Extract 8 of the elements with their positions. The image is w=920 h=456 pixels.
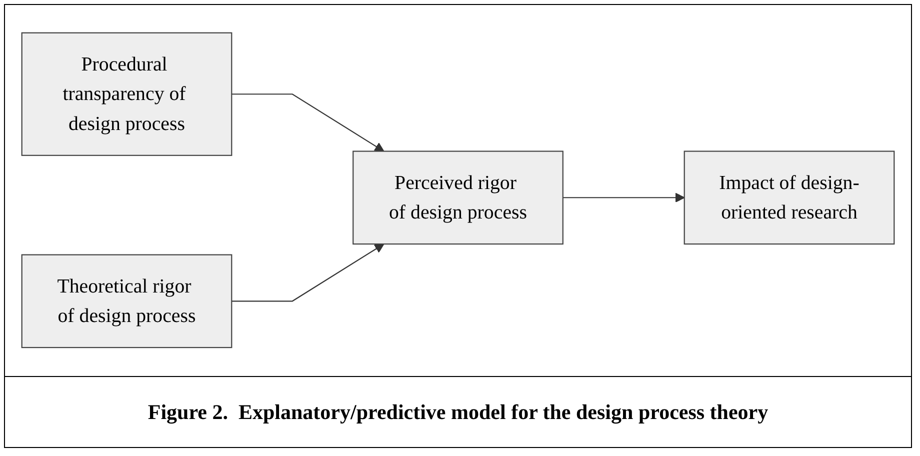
node-box: Procedural transparency of design process	[21, 32, 232, 156]
arrow	[232, 94, 384, 152]
node-box: Impact of design-oriented research	[684, 151, 895, 245]
node-box: Theoretical rigor of design process	[21, 254, 232, 348]
node-box: Perceived rigor of design process	[352, 151, 564, 245]
arrow	[232, 244, 384, 302]
figure-caption: Figure 2. Explanatory/predictive model for the design process theory	[148, 400, 768, 424]
arrow	[562, 193, 685, 203]
